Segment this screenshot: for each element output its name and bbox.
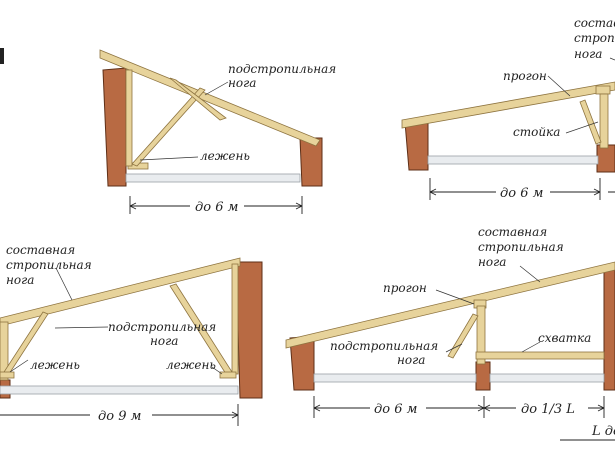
d1-main-rafter bbox=[99, 49, 321, 147]
d4-rafter-leader bbox=[445, 343, 463, 353]
d2-post-label: стойка bbox=[513, 125, 560, 139]
d2-post-leader bbox=[565, 121, 599, 134]
d4-tie-label: схватка bbox=[538, 331, 591, 345]
d2-post bbox=[599, 93, 609, 149]
d4-span2-label: до 1/3 L bbox=[521, 402, 575, 417]
d2-purlin-leader bbox=[547, 75, 571, 97]
d4-main-rafter bbox=[285, 261, 615, 349]
d3-sill-left-leader bbox=[9, 359, 29, 373]
d3-right-sill bbox=[219, 371, 237, 379]
d4-span1-label: до 6 м bbox=[374, 402, 417, 417]
d3-sill-right-leader bbox=[211, 366, 223, 375]
d2-right-wall bbox=[596, 144, 615, 173]
d3-composite-label-1: составная bbox=[6, 243, 75, 257]
edge-mark bbox=[0, 48, 4, 64]
d4-tie-leader bbox=[521, 341, 541, 353]
d1-post bbox=[125, 69, 133, 167]
d3-dimension-line bbox=[0, 404, 239, 426]
d2-dimension-line bbox=[429, 178, 615, 200]
d3-composite-leader bbox=[55, 267, 73, 301]
d4-span3-label: L до bbox=[591, 424, 615, 439]
d4-dimension-line bbox=[313, 396, 615, 441]
d1-left-wall bbox=[102, 67, 127, 187]
d2-floor-slab bbox=[427, 155, 599, 165]
d4-purlin-label: прогон bbox=[383, 281, 427, 295]
diagram-1: подстропильная нога лежень до 6 м bbox=[99, 49, 336, 215]
d3-rafter-label-1: подстропильная bbox=[108, 320, 216, 334]
d3-composite-label-3: нога bbox=[6, 273, 34, 287]
d3-composite-label-2: стропильная bbox=[6, 258, 92, 272]
d1-strut bbox=[131, 87, 206, 167]
d3-right-wall bbox=[235, 261, 263, 399]
d3-sill-right-label: лежень bbox=[166, 358, 216, 372]
d3-rafter-leader bbox=[54, 326, 109, 329]
d3-left-sill bbox=[0, 371, 15, 379]
d1-rafter-leader bbox=[204, 81, 229, 96]
d2-strut bbox=[579, 99, 602, 145]
d2-purlin-label: прогон bbox=[503, 69, 547, 83]
d4-right-wall bbox=[603, 269, 615, 391]
d4-floor-slab-2 bbox=[489, 373, 605, 383]
d3-sill-left-label: лежень bbox=[30, 358, 80, 372]
d4-composite-label-2: стропильная bbox=[478, 240, 564, 254]
diagram-2: состав строп нога прогон стойка до 6 м bbox=[401, 16, 615, 201]
d2-purlin bbox=[595, 85, 611, 95]
d3-main-rafter bbox=[0, 257, 241, 327]
diagram-4: составная стропильная нога прогон подстр… bbox=[285, 225, 615, 441]
d4-post bbox=[476, 305, 486, 365]
d1-brace bbox=[169, 77, 227, 121]
d4-composite-label-1: составная bbox=[478, 225, 547, 239]
d1-dimension-line bbox=[129, 196, 303, 214]
d4-purlin-leader bbox=[435, 289, 475, 305]
d4-composite-leader bbox=[519, 265, 541, 283]
d1-floor-slab bbox=[125, 173, 301, 183]
d4-mid-wall bbox=[475, 361, 491, 391]
d3-left-post bbox=[0, 321, 9, 381]
d2-left-wall bbox=[404, 119, 429, 171]
diagram-3: составная стропильная нога подстропильна… bbox=[0, 243, 263, 426]
d3-rafter-label-2: нога bbox=[150, 334, 178, 348]
d1-sill-label: лежень bbox=[200, 149, 250, 163]
d2-main-rafter bbox=[401, 81, 615, 129]
d1-right-wall bbox=[299, 137, 323, 187]
d4-strut bbox=[447, 313, 479, 359]
d2-top-label-1: состав bbox=[574, 16, 615, 30]
d1-rafter-label-2: нога bbox=[228, 76, 256, 90]
d3-span-label: до 9 м bbox=[98, 409, 141, 424]
d1-span-label: до 6 м bbox=[195, 200, 238, 215]
d3-right-post bbox=[231, 263, 239, 375]
d1-sill-leader bbox=[139, 156, 199, 161]
d3-floor-slab bbox=[0, 385, 239, 395]
d4-rafter-label-2: нога bbox=[397, 353, 425, 367]
d4-rafter-label-1: подстропильная bbox=[330, 339, 438, 353]
d2-top-leader bbox=[609, 57, 615, 61]
d2-span-label: до 6 м bbox=[500, 186, 543, 201]
d1-rafter-label-1: подстропильная bbox=[228, 62, 336, 76]
d4-floor-slab-1 bbox=[313, 373, 477, 383]
d4-tie bbox=[475, 351, 605, 360]
d2-top-label-2: строп bbox=[574, 31, 615, 45]
d4-composite-label-3: нога bbox=[478, 255, 506, 269]
d2-top-label-3: нога bbox=[574, 47, 602, 61]
